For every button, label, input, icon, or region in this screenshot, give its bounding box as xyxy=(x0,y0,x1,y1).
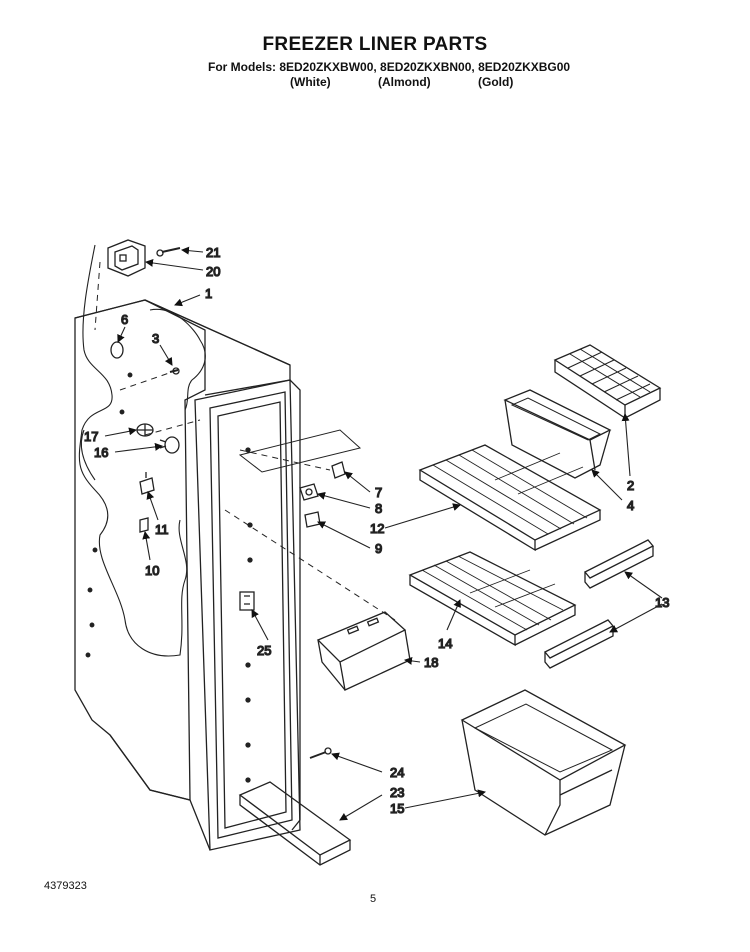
freezer-drawer xyxy=(460,689,627,836)
ice-tray xyxy=(553,344,662,419)
leader-lines xyxy=(104,246,663,821)
color-gold: (Gold) xyxy=(478,75,514,89)
ice-bin xyxy=(503,389,612,479)
light-bulb xyxy=(159,436,180,454)
assembly-lines xyxy=(94,261,396,621)
callout-14: 14 xyxy=(438,636,452,651)
switch-housing xyxy=(107,239,146,277)
screw-21 xyxy=(156,247,181,257)
callout-23: 23 xyxy=(390,785,404,800)
shelf-support-8 xyxy=(299,483,319,501)
callout-2: 2 xyxy=(627,478,634,493)
callout-10: 10 xyxy=(145,563,159,578)
diagram-title: FREEZER LINER PARTS xyxy=(262,34,488,55)
callout-12: 12 xyxy=(370,521,384,536)
callout-18: 18 xyxy=(424,655,438,670)
callout-15: 15 xyxy=(390,801,404,816)
callout-20: 20 xyxy=(206,264,220,279)
wire-shelf-lower xyxy=(408,551,577,647)
callout-8: 8 xyxy=(375,501,382,516)
callout-11: 11 xyxy=(155,522,169,537)
color-white: (White) xyxy=(290,75,331,89)
shelf-support-7 xyxy=(331,461,346,479)
shelf-rail-upper xyxy=(583,539,655,589)
callout-21: 21 xyxy=(206,245,220,260)
wire-shelf-upper xyxy=(418,444,602,552)
freezer-liner xyxy=(74,244,301,851)
color-almond: (Almond) xyxy=(378,75,431,89)
callout-13: 13 xyxy=(655,595,669,610)
shelf-rail-lower xyxy=(543,619,615,669)
clip-11 xyxy=(139,472,155,495)
thermostat-25 xyxy=(239,591,255,611)
screw-24 xyxy=(309,747,332,759)
callout-7: 7 xyxy=(375,485,382,500)
callout-17: 17 xyxy=(84,429,98,444)
callout-labels: 21 20 1 6 3 17 16 11 10 7 8 12 9 2 4 13 … xyxy=(83,244,670,816)
document-number: 4379323 xyxy=(44,880,87,892)
callout-1: 1 xyxy=(205,286,212,301)
page-number: 5 xyxy=(370,893,377,905)
callout-25: 25 xyxy=(257,643,271,658)
clip-6 xyxy=(110,341,124,359)
callout-3: 3 xyxy=(152,331,159,346)
callout-24: 24 xyxy=(390,765,404,780)
shelf-bracket-plate xyxy=(238,429,362,473)
shelf-support-9 xyxy=(304,511,321,528)
shelf-cover xyxy=(316,611,411,691)
bottom-track xyxy=(238,781,352,866)
screw-3 xyxy=(169,367,180,375)
clip-10 xyxy=(139,517,149,533)
callout-4: 4 xyxy=(627,498,634,513)
callout-9: 9 xyxy=(375,541,382,556)
callout-6: 6 xyxy=(121,312,128,327)
light-socket xyxy=(136,423,154,437)
model-numbers: For Models: 8ED20ZKXBW00, 8ED20ZKXBN00, … xyxy=(208,60,571,74)
callout-16: 16 xyxy=(94,445,108,460)
